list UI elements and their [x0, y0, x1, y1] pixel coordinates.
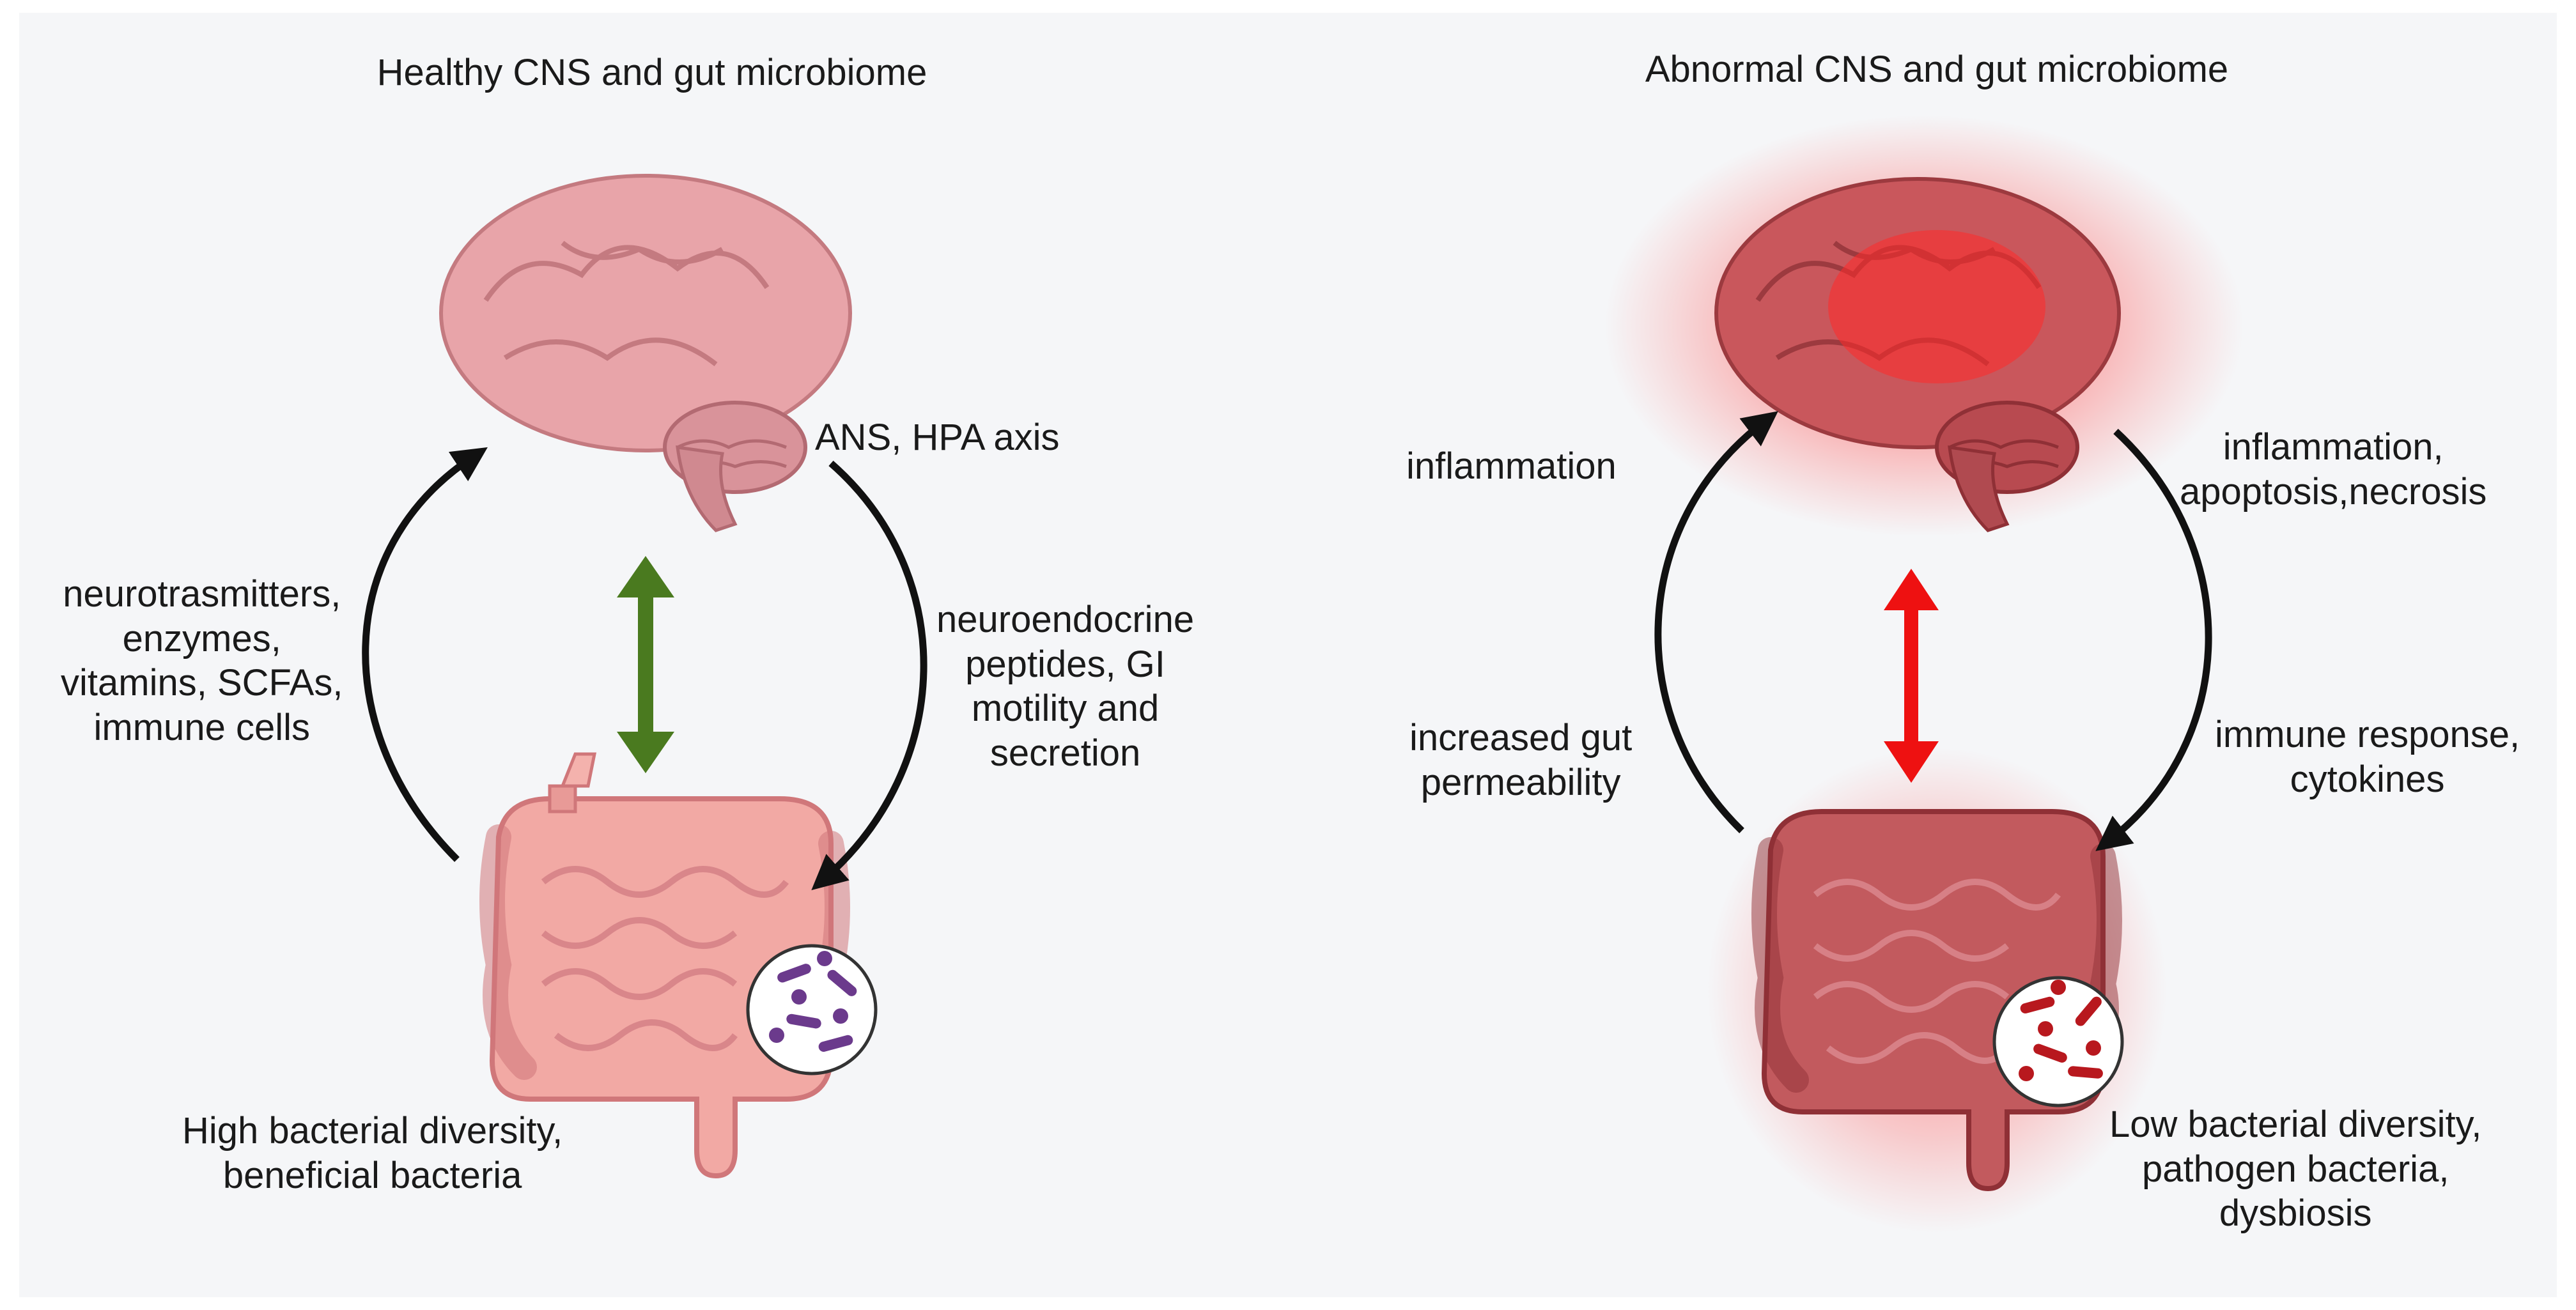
- abnormal-lower-left-label: increased gut permeability: [1409, 717, 1633, 803]
- healthy-brain-to-gut-arrow: [811, 460, 927, 891]
- abnormal-upper-left-label: inflammation: [1406, 445, 1617, 487]
- healthy-panel: [362, 174, 927, 1179]
- healthy-bacteria-icon: [746, 944, 878, 1075]
- abnormal-bottom-label: Low bacterial diversity, pathogen bacter…: [2109, 1104, 2482, 1235]
- healthy-gut-to-brain-arrow: [362, 447, 488, 862]
- abnormal-gut-to-brain-arrow: [1654, 411, 1778, 833]
- healthy-brain-to-gut-label: ANS, HPA axis: [815, 417, 1060, 458]
- abnormal-panel-title: Abnormal CNS and gut microbiome: [1645, 49, 2229, 90]
- abnormal-bacteria-icon: [1992, 976, 2124, 1107]
- healthy-gut-to-brain-label: neurotrasmitters, enzymes, vitamins, SCF…: [61, 573, 343, 748]
- abnormal-brain-icon: [1714, 177, 2121, 532]
- healthy-brain-icon: [439, 174, 852, 532]
- healthy-bidirectional-arrow: [617, 556, 674, 773]
- abnormal-panel: [1604, 115, 2244, 1233]
- healthy-right-side-label: neuroendocrine peptides, GI motility and…: [936, 599, 1195, 774]
- healthy-bottom-label: High bacterial diversity, beneficial bac…: [182, 1110, 563, 1196]
- abnormal-upper-right-label: inflammation, apoptosis,necrosis: [2180, 426, 2487, 512]
- healthy-panel-title: Healthy CNS and gut microbiome: [376, 52, 927, 93]
- abnormal-bidirectional-arrow: [1884, 569, 1939, 783]
- abnormal-brain-to-gut-arrow: [2095, 428, 2212, 851]
- abnormal-lower-right-label: immune response, cytokines: [2215, 714, 2520, 800]
